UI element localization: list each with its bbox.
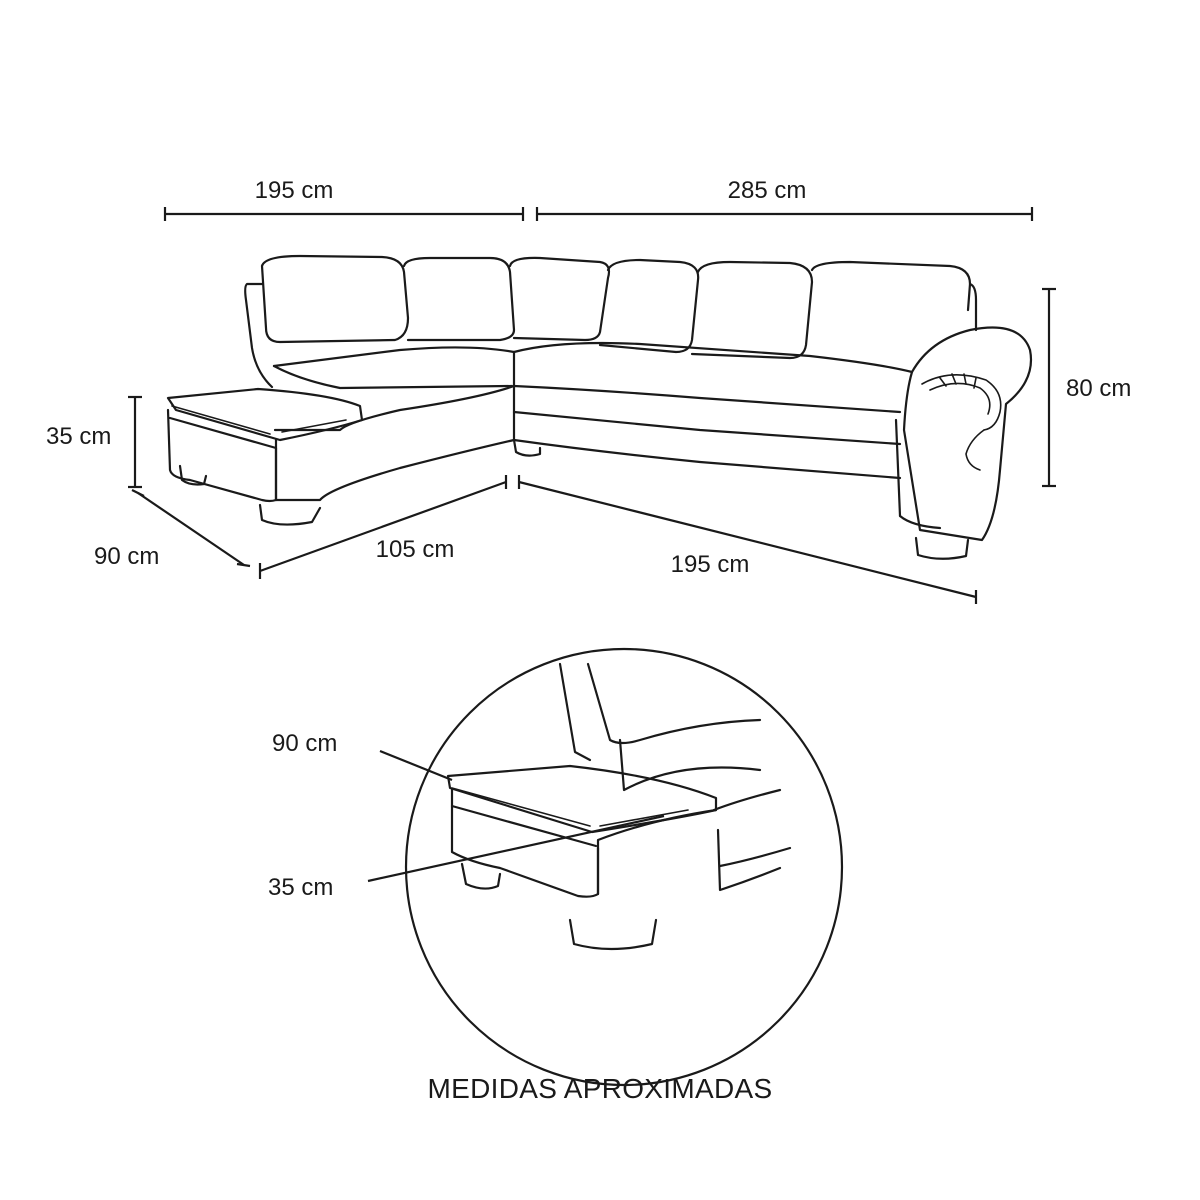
scroll-arm — [902, 326, 1032, 542]
label-chaise-height: 35 cm — [46, 423, 111, 450]
dimension-top-left: 195 cm — [163, 177, 525, 221]
back-cushion — [598, 258, 700, 354]
detail-label-height: 35 cm — [268, 874, 333, 901]
back-cushion — [508, 256, 611, 342]
dimension-bottom-left: 105 cm — [258, 475, 508, 579]
dimension-chaise-height: 35 cm — [46, 395, 142, 489]
label-bottom-left-length: 105 cm — [376, 536, 455, 563]
back-cushion — [260, 254, 410, 344]
back-cushion — [690, 260, 814, 360]
label-top-right-width: 285 cm — [728, 177, 807, 204]
footer-note: MEDIDAS APROXIMADAS — [428, 1073, 773, 1104]
label-top-left-width: 195 cm — [255, 177, 334, 204]
seat-left — [272, 346, 516, 432]
detail-chaise-table — [446, 764, 718, 834]
leader-line-height — [367, 814, 665, 883]
leader-line-depth — [379, 749, 453, 782]
detail-label-depth: 90 cm — [272, 730, 337, 757]
chaise-table — [166, 387, 364, 442]
foot — [258, 503, 322, 526]
seat-right — [512, 341, 914, 374]
chaise-detail-inset: 90 cm 35 cm — [268, 647, 844, 1087]
label-chaise-depth: 90 cm — [94, 543, 159, 570]
dimension-height: 80 cm — [1042, 287, 1131, 488]
foot — [178, 464, 208, 486]
back-cushion — [810, 260, 972, 312]
foot — [914, 536, 970, 560]
dimension-chaise-depth: 90 cm — [94, 489, 251, 570]
back-cushion — [402, 256, 516, 342]
foot — [460, 862, 502, 890]
sofa-drawing — [166, 254, 1032, 560]
dimension-bottom-right: 195 cm — [517, 475, 978, 604]
label-bottom-right-length: 195 cm — [671, 551, 750, 578]
label-height: 80 cm — [1066, 375, 1131, 402]
dimension-top-right: 285 cm — [535, 177, 1034, 221]
foot — [568, 918, 658, 951]
